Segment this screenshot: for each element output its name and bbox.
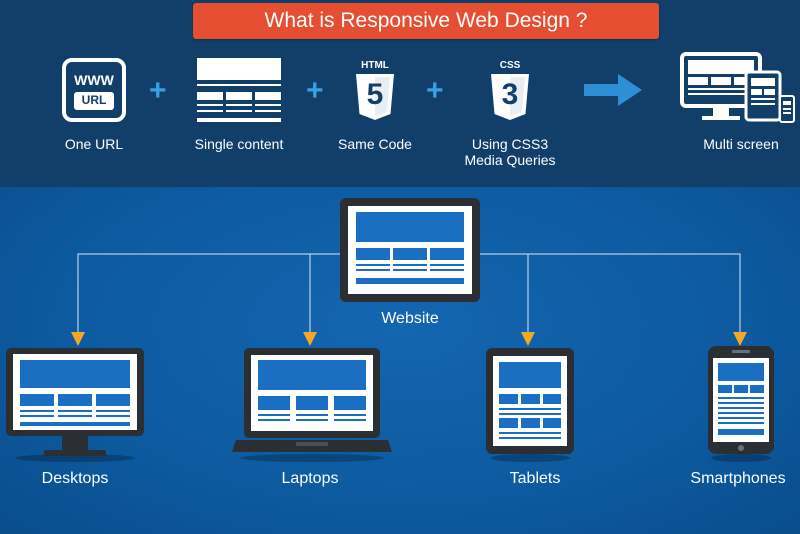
tablet-icon: [486, 348, 574, 462]
smartphone-icon: [708, 346, 774, 462]
plus-icon: +: [426, 74, 444, 107]
step-label-css3-line1: Using CSS3: [471, 136, 549, 152]
html5-icon: [356, 74, 394, 120]
step-label-multi-screen: Multi screen: [703, 136, 779, 152]
desktop-icon: [6, 348, 144, 462]
layout-icon: [197, 58, 281, 122]
device-label-smartphones: Smartphones: [690, 470, 786, 487]
device-label-desktops: Desktops: [41, 470, 109, 487]
step-label-single-content: Single content: [194, 136, 284, 152]
device-label-laptops: Laptops: [281, 470, 339, 487]
hub-label-website: Website: [381, 310, 439, 327]
page-title: What is Responsive Web Design ?: [193, 3, 659, 39]
right-arrow-icon: [584, 74, 642, 106]
url-icon-url: URL: [81, 93, 107, 107]
url-icon: [62, 58, 126, 122]
step-label-one-url: One URL: [64, 136, 124, 152]
css3-badge-text: CSS: [499, 60, 521, 71]
laptop-icon: [232, 348, 392, 462]
plus-icon: +: [306, 74, 324, 107]
step-label-same-code: Same Code: [338, 136, 412, 152]
multi-screen-icon: [680, 52, 795, 123]
step-label-css3-line2: Media Queries: [464, 152, 556, 168]
plus-icon: +: [149, 74, 167, 107]
website-icon: [340, 198, 480, 302]
html5-badge-text: HTML: [361, 60, 389, 71]
device-label-tablets: Tablets: [509, 470, 561, 487]
css3-glyph: 3: [501, 78, 519, 111]
html5-glyph: 5: [366, 78, 384, 111]
css3-icon: [491, 74, 529, 120]
url-icon-www: WWW: [74, 72, 114, 88]
